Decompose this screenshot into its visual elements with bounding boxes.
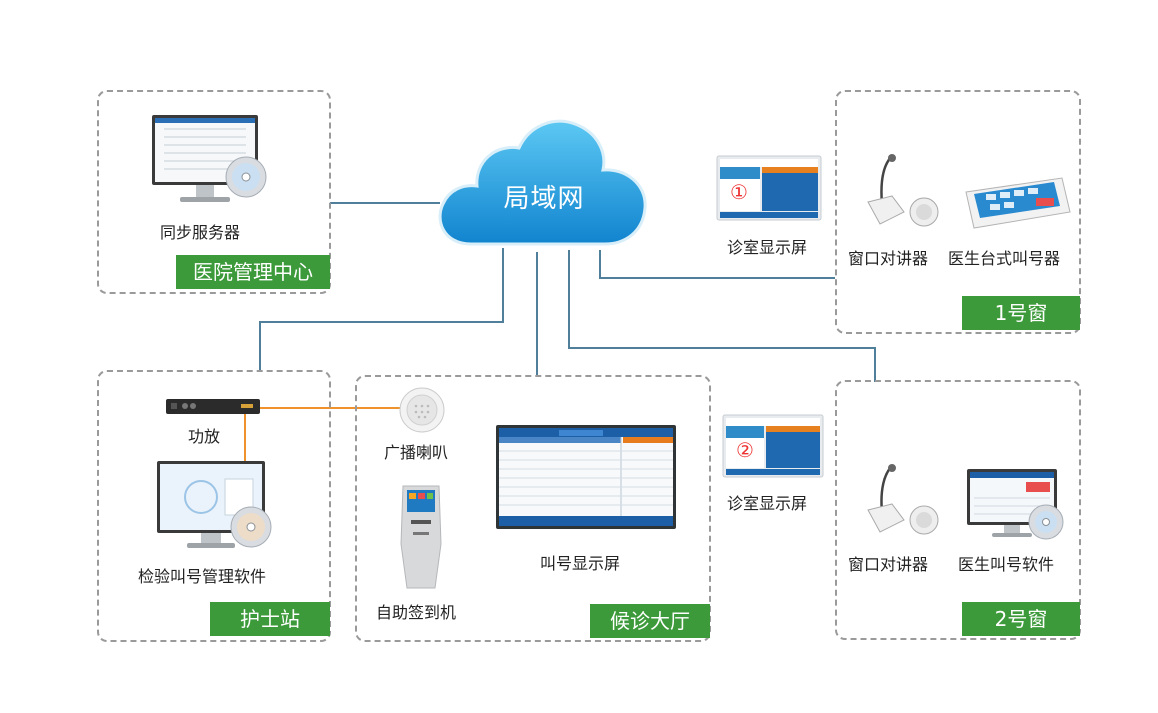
label-kiosk: 自助签到机 xyxy=(376,603,457,622)
server-monitor-icon xyxy=(152,115,267,202)
doctor-software-monitor-icon xyxy=(967,469,1064,540)
label-sync-server: 同步服务器 xyxy=(160,223,241,242)
room-number-1: ① xyxy=(730,180,748,204)
panel-window-2 xyxy=(835,380,1081,640)
label-doctor-software: 医生叫号软件 xyxy=(958,555,1055,574)
desk-caller-icon xyxy=(965,177,1071,229)
tag-window-1: 1号窗 xyxy=(962,296,1080,330)
wire-window1 xyxy=(599,250,835,279)
wire-nurse xyxy=(259,248,504,370)
cloud-icon xyxy=(438,119,647,246)
label-intercom-2: 窗口对讲器 xyxy=(848,555,929,574)
speaker-icon xyxy=(399,387,445,433)
label-room-display-1: 诊室显示屏 xyxy=(727,238,808,257)
label-desk-caller: 医生台式叫号器 xyxy=(948,249,1061,268)
panel-hospital-management xyxy=(97,90,331,294)
label-intercom-1: 窗口对讲器 xyxy=(848,249,929,268)
label-amplifier: 功放 xyxy=(188,427,221,446)
panel-window-1 xyxy=(835,90,1081,334)
network-label: 局域网 xyxy=(503,184,585,214)
tag-waiting-hall: 候诊大厅 xyxy=(590,604,710,638)
tag-window-2: 2号窗 xyxy=(962,602,1080,636)
label-room-display-2: 诊室显示屏 xyxy=(727,494,808,513)
label-speaker: 广播喇叭 xyxy=(384,443,449,462)
tag-nurse-station: 护士站 xyxy=(210,602,330,636)
room-display-1-icon xyxy=(716,155,822,221)
wire-window2 xyxy=(568,250,876,382)
label-nurse-software: 检验叫号管理软件 xyxy=(138,567,267,586)
kiosk-icon xyxy=(400,485,442,589)
panel-waiting-hall xyxy=(355,375,711,642)
room-display-2-icon xyxy=(722,414,824,478)
tag-hospital-management: 医院管理中心 xyxy=(176,255,330,289)
room-number-2: ② xyxy=(736,438,754,462)
label-hall-display: 叫号显示屏 xyxy=(540,554,621,573)
nurse-software-monitor-icon xyxy=(157,461,272,548)
hall-display-icon xyxy=(496,425,676,529)
amplifier-icon xyxy=(166,399,260,414)
panel-nurse-station xyxy=(97,370,331,642)
intercom-1-icon xyxy=(867,154,939,227)
intercom-2-icon xyxy=(867,464,939,535)
